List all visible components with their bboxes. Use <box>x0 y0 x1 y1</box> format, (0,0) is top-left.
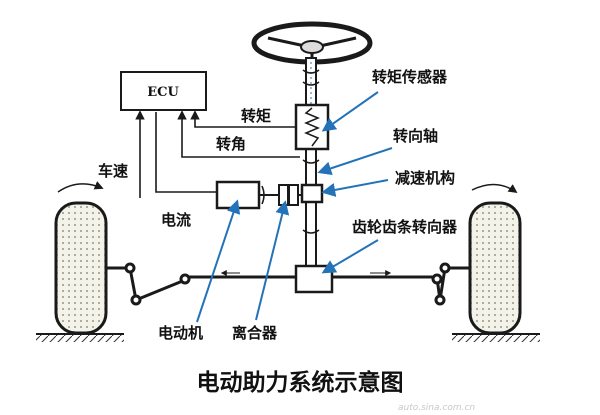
label-steering-shaft: 转向轴 <box>393 127 438 145</box>
label-torque-sensor: 转矩传感器 <box>372 68 448 86</box>
diagram-title: 电动助力系统示意图 <box>197 369 404 396</box>
torque-sensor <box>294 103 330 151</box>
left-linkage <box>105 262 191 306</box>
label-angle: 转角 <box>216 135 246 153</box>
electric-motor <box>215 180 280 210</box>
ecu-box: ECU <box>120 71 207 111</box>
label-reducer: 减速机构 <box>395 169 455 187</box>
clutch <box>278 184 302 206</box>
watermark: auto.sina.com.cn <box>398 403 475 413</box>
label-motor: 电动机 <box>158 324 203 342</box>
ecu-label: ECU <box>147 85 179 100</box>
reduction-gear <box>300 183 324 204</box>
left-wheel <box>36 181 124 342</box>
label-rack-gear: 齿轮齿条转向器 <box>352 218 458 236</box>
right-linkage <box>431 262 470 306</box>
callout-arrows <box>196 91 393 323</box>
label-current: 电流 <box>161 211 191 229</box>
rack-and-pinion <box>185 264 438 294</box>
label-torque: 转矩 <box>241 107 271 125</box>
signal-lines <box>135 110 300 198</box>
label-speed: 车速 <box>98 162 128 180</box>
right-wheel <box>452 183 540 342</box>
label-clutch: 离合器 <box>232 324 278 342</box>
steering-shaft <box>302 57 320 269</box>
steering-wheel <box>251 21 373 65</box>
